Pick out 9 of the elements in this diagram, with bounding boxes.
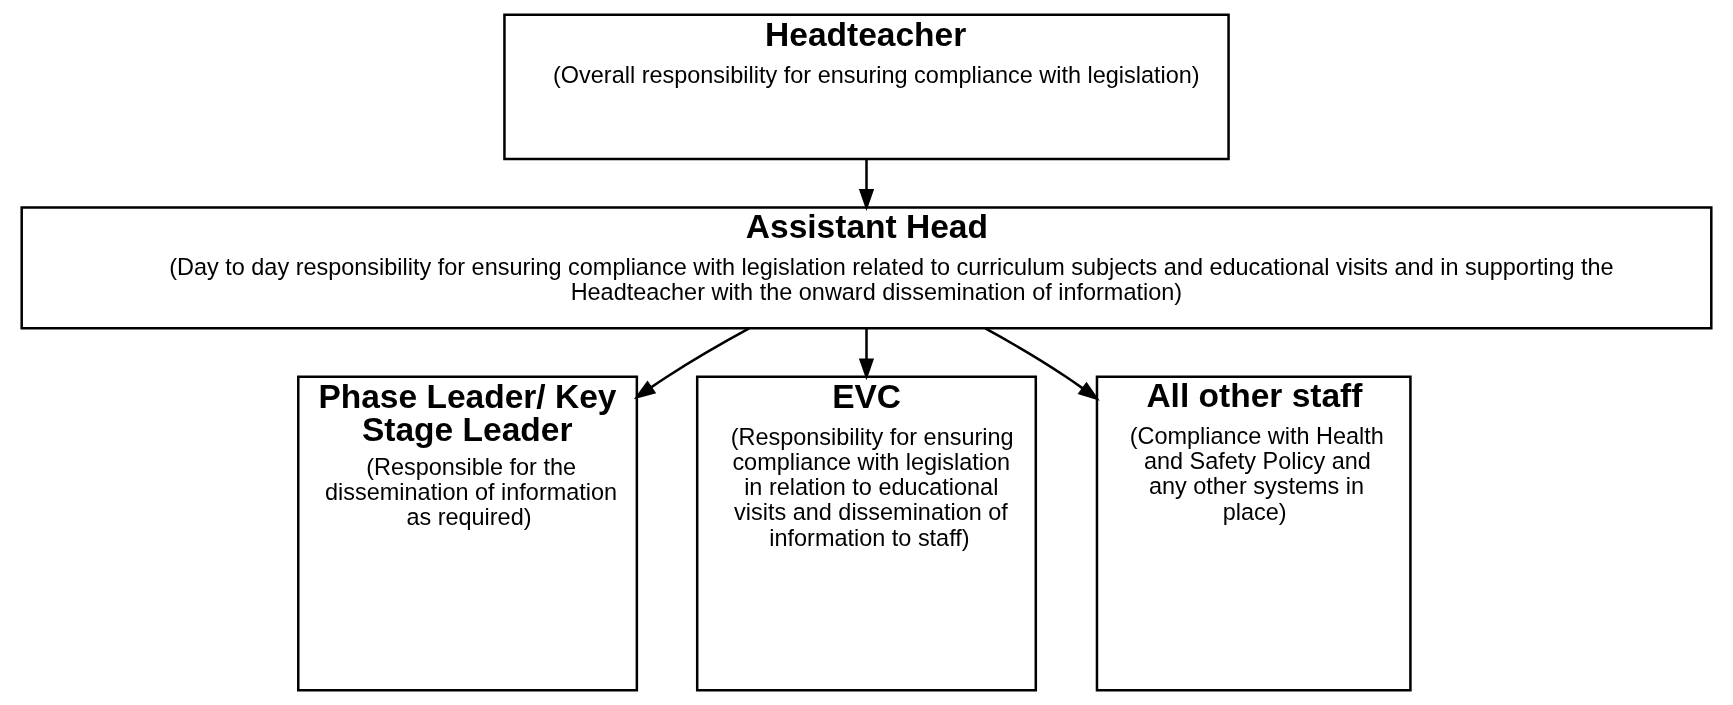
- node-box: EVC (Responsibility for ensuring compliance with legislation in relation to educational visits and dissemination of information to staff): [695, 375, 1038, 692]
- arrow: [858, 328, 875, 381]
- arrow: [633, 327, 750, 400]
- arrow: [858, 159, 875, 211]
- node-box: Assistant Head (Day to day responsibility for ensuring compliance with legislation related to curriculum subjects and educational visits and in supporting the Headteacher with the onward dissemination of information): [20, 206, 1713, 330]
- arrow: [984, 327, 1100, 401]
- node-box: All other staff (Compliance with Health and Safety Policy and any other systems in place): [1095, 375, 1412, 692]
- node-box: Phase Leader/ Key Stage Leader (Responsible for the dissemination of information as required): [297, 375, 639, 692]
- node-box: Headteacher (Overall responsibility for ensuring compliance with legislation): [503, 13, 1230, 161]
